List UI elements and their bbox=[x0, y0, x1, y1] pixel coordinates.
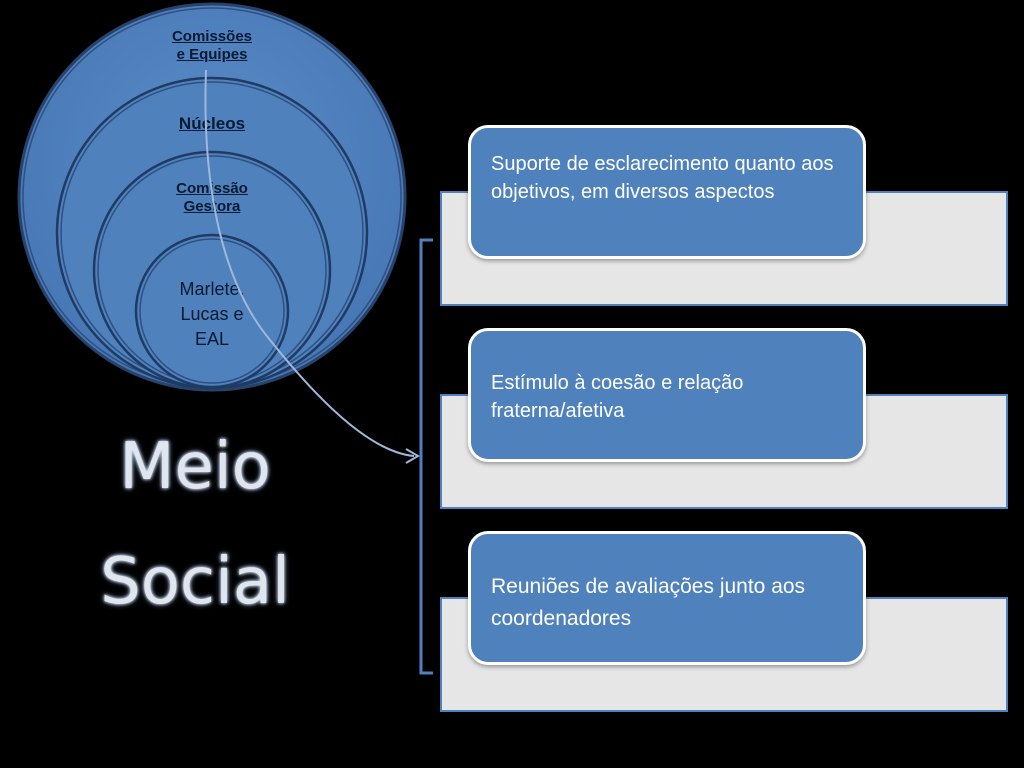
bracket bbox=[419, 238, 433, 675]
label-comissoes-equipes: Comissões e Equipes bbox=[171, 28, 253, 63]
label-comissao-gestora: Comissão Gestora bbox=[176, 180, 248, 215]
arrow-head bbox=[405, 448, 420, 464]
item-text-2: Estímulo à coesão e relação fraterna/afe… bbox=[491, 372, 744, 422]
item-text-3: Reuniões de avaliações junto aos coorden… bbox=[491, 575, 806, 630]
title-line-1: Meio bbox=[119, 430, 271, 504]
item-box-2: Estímulo à coesão e relação fraterna/afe… bbox=[468, 328, 866, 462]
item-box-3: Reuniões de avaliações junto aos coorden… bbox=[468, 531, 866, 665]
label-marlete-lucas-eal: Marlete, Lucas e EAL bbox=[179, 279, 245, 349]
title-line-2: Social bbox=[100, 545, 290, 619]
slide-title: Meio Social bbox=[60, 410, 330, 640]
label-nucleos: Núcleos bbox=[178, 114, 246, 133]
item-text-1: Suporte de esclarecimento quanto aos obj… bbox=[491, 153, 834, 203]
item-box-1: Suporte de esclarecimento quanto aos obj… bbox=[468, 125, 866, 259]
